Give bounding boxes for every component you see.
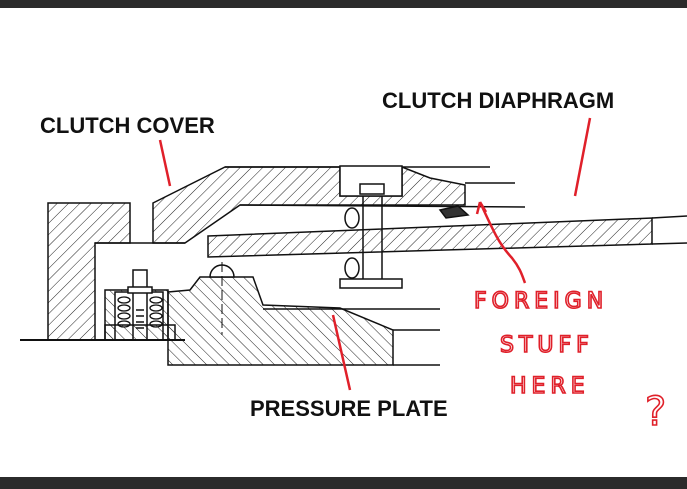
diaphragm-leader-line <box>573 117 592 197</box>
pressure-plate-body <box>167 276 394 366</box>
annotation-foreign: FOREIGN <box>474 289 608 314</box>
annotation-question-mark: ? <box>645 389 671 435</box>
top-window-bar <box>0 0 687 8</box>
foreign-object <box>438 205 470 219</box>
cover-leader-line <box>158 139 172 187</box>
label-clutch-diaphragm: CLUTCH DIAPHRAGM <box>382 88 614 113</box>
rivet-washer <box>339 278 403 289</box>
annotation-stuff: STUFF <box>500 333 594 358</box>
clutch-diaphragm-plate <box>207 217 653 258</box>
bottom-window-bar <box>0 477 687 489</box>
foreign-stuff-arrow <box>475 201 527 284</box>
annotation-here: HERE <box>510 374 590 399</box>
pressure-plate-leader-line <box>331 314 352 391</box>
label-pressure-plate: PRESSURE PLATE <box>250 396 448 421</box>
label-clutch-cover: CLUTCH COVER <box>40 113 215 138</box>
